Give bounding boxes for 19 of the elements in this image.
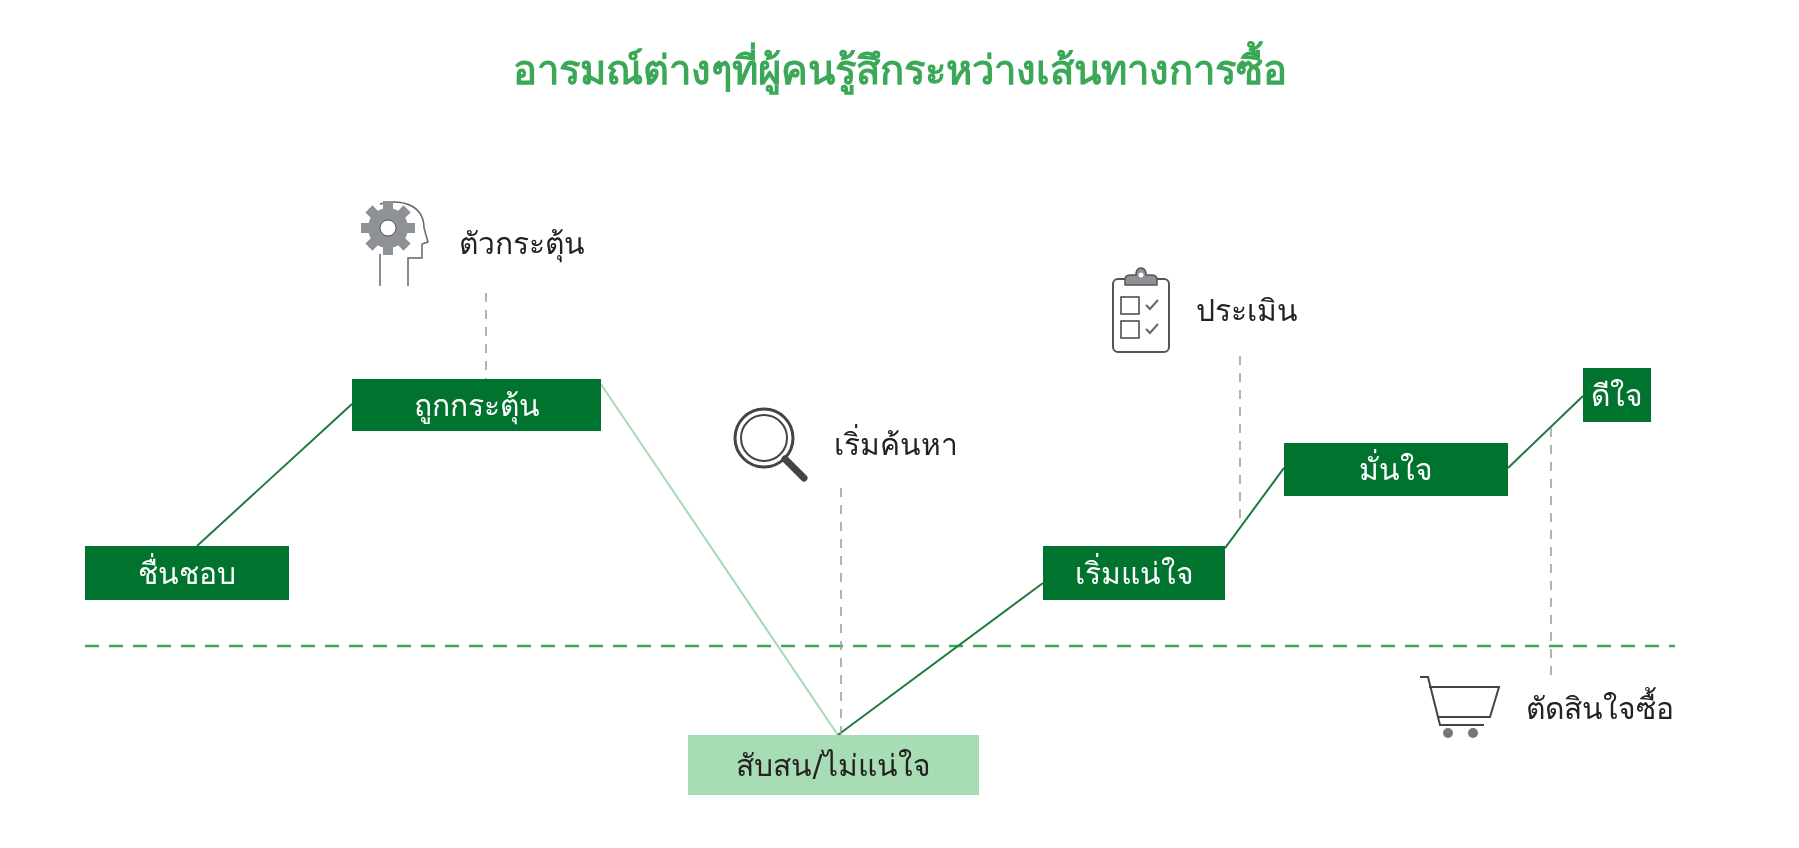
connector-line	[196, 402, 353, 547]
connector-line	[1507, 395, 1584, 469]
leader-line	[840, 487, 842, 736]
title: อารมณ์ต่างๆที่ผู้คนรู้สึกระหว่างเส้นทางการซื้อ	[0, 38, 1799, 102]
connector-line	[600, 383, 839, 736]
stage-label: ตัดสินใจซื้อ	[1526, 684, 1674, 732]
leader-line	[485, 292, 487, 380]
stage-label: ตัวกระตุ้น	[459, 224, 585, 265]
emotion-box: ดีใจ	[1583, 368, 1651, 422]
emotion-box: มั่นใจ	[1284, 443, 1508, 496]
emotion-box: สับสน/ไม่แน่ใจ	[688, 735, 979, 795]
stage-label: ประเมิน	[1196, 292, 1298, 330]
emotion-box: ถูกกระตุ้น	[352, 379, 601, 431]
emotion-box: ชื่นชอบ	[85, 546, 289, 600]
connector-line	[1224, 466, 1285, 550]
stage-label: เริ่มค้นหา	[834, 423, 958, 464]
connector-line	[836, 582, 1044, 736]
emotion-box: เริ่มแน่ใจ	[1043, 546, 1225, 600]
leader-line	[1550, 426, 1552, 676]
